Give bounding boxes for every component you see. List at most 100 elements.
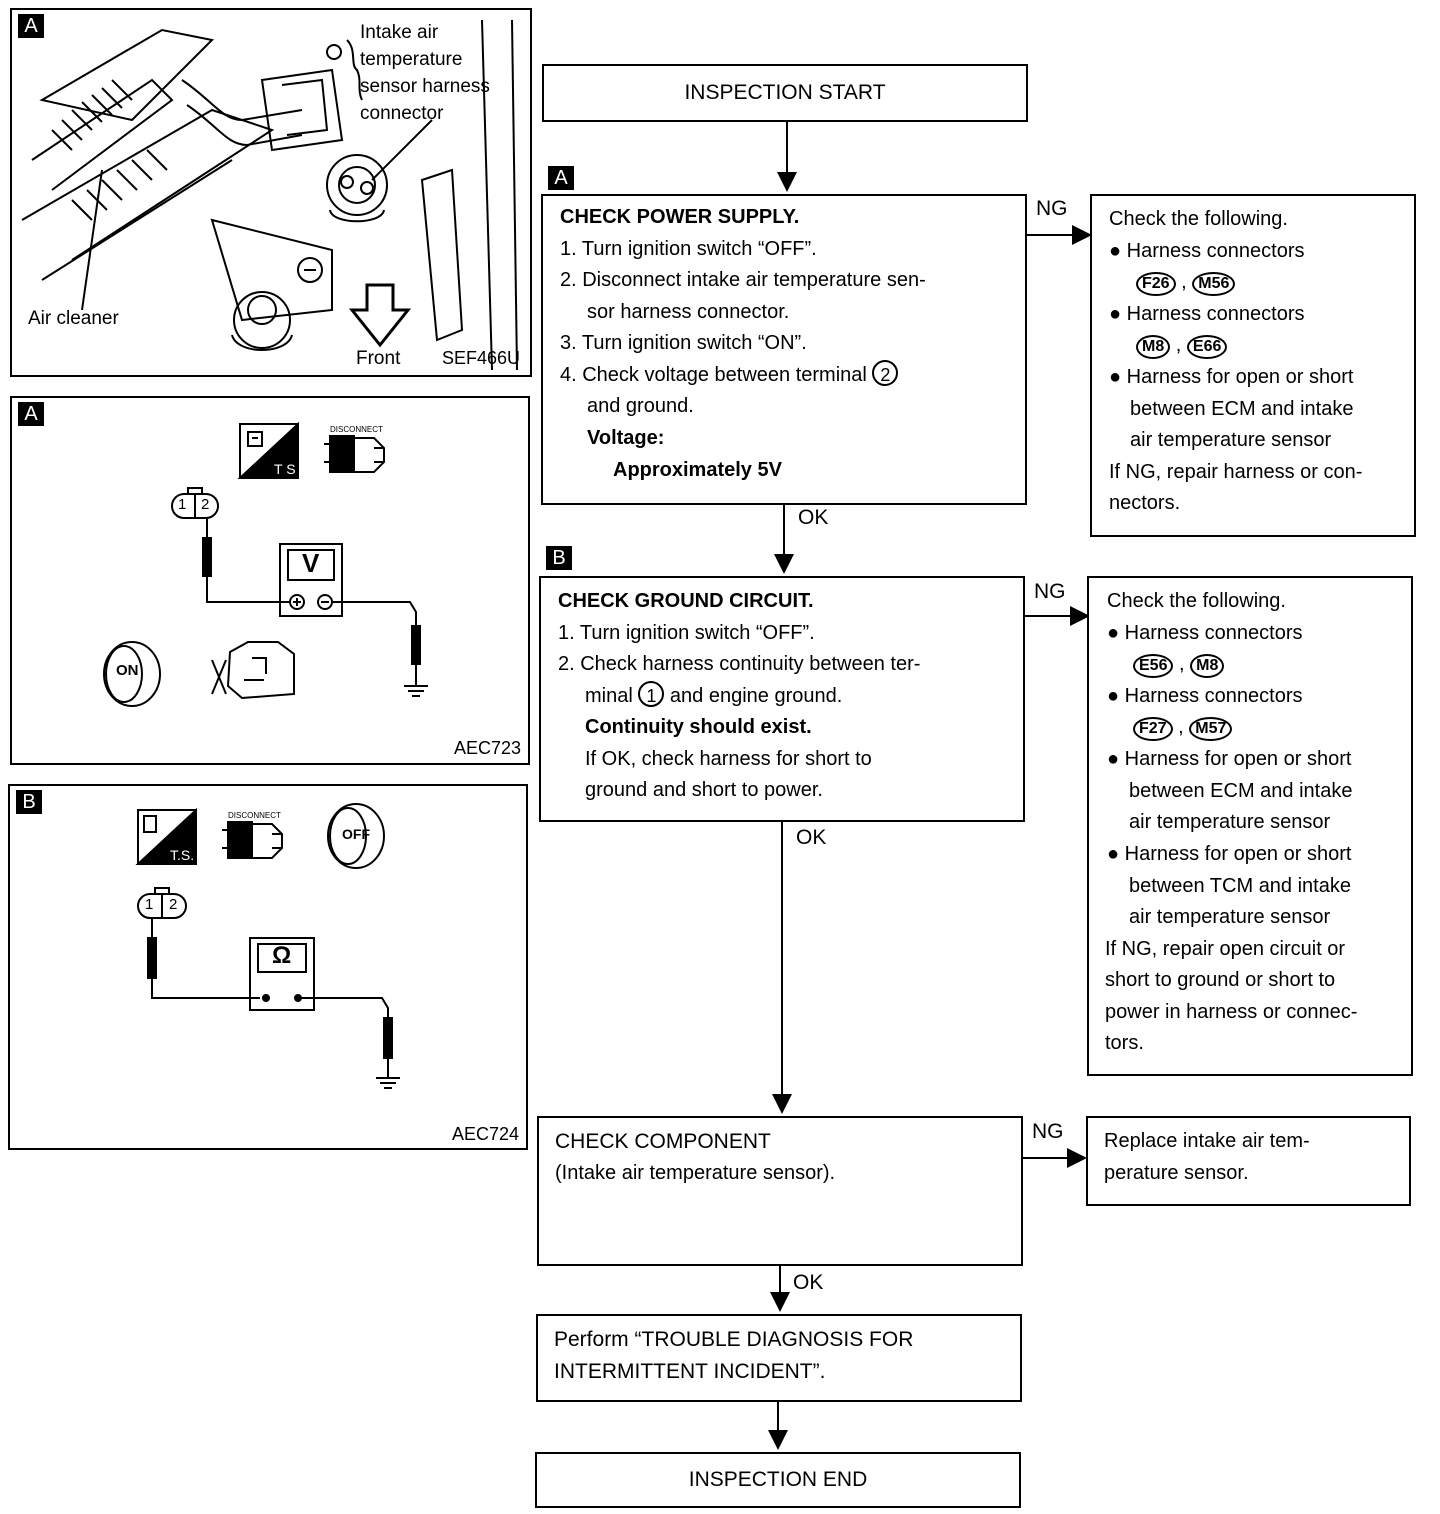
svg-text:DISCONNECT: DISCONNECT bbox=[330, 425, 383, 434]
ng-b-footer-1: If NG, repair open circuit or bbox=[1105, 938, 1346, 960]
ok-label: OK bbox=[796, 826, 827, 849]
step-b-title: CHECK GROUND CIRCUIT. bbox=[558, 590, 814, 612]
perform-line-1: Perform “TROUBLE DIAGNOSIS FOR bbox=[554, 1328, 914, 1351]
callout-line-2: temperature bbox=[360, 49, 463, 70]
continuity-circuit-diagram: DISCONNECT T.S. bbox=[135, 803, 400, 1089]
ng-b-bullet-4-line-3: air temperature sensor bbox=[1129, 906, 1331, 928]
ng-b-bullet-1-text: Harness connectors bbox=[1124, 622, 1303, 644]
connector-code: M56 bbox=[1192, 272, 1236, 296]
step-b-line-3b: and engine ground. bbox=[669, 685, 843, 707]
front-label: Front bbox=[356, 348, 401, 369]
ng-a-head: Check the following. bbox=[1109, 208, 1288, 230]
voltage-value: Approximately 5V bbox=[613, 459, 782, 481]
inspection-end-box: INSPECTION END bbox=[535, 1452, 1021, 1508]
connector-code: M8 bbox=[1190, 654, 1225, 678]
step-b-line-6: ground and short to power. bbox=[585, 779, 823, 801]
replace-sensor-box: Replace intake air tem- perature sensor. bbox=[1086, 1116, 1411, 1206]
step-a-line-5: 4. Check voltage between terminal 2 bbox=[560, 360, 899, 392]
pin-1: 1 bbox=[178, 496, 187, 513]
connector-code: F27 bbox=[1133, 717, 1173, 741]
panel-tag: A bbox=[18, 14, 44, 38]
ng-label: NG bbox=[1034, 580, 1066, 603]
connector-code: M57 bbox=[1189, 717, 1233, 741]
ng-a-bullet-3: ● Harness for open or short bbox=[1109, 366, 1354, 388]
ng-b-footer-4: tors. bbox=[1105, 1032, 1144, 1054]
step-b-line-5: If OK, check harness for short to bbox=[585, 748, 872, 770]
ng-a-bullet-3-line-3: air temperature sensor bbox=[1130, 429, 1332, 451]
engine-bay-illustration bbox=[21, 19, 518, 371]
svg-text:DISCONNECT: DISCONNECT bbox=[228, 811, 281, 820]
component-line-2: (Intake air temperature sensor). bbox=[555, 1162, 836, 1184]
ng-b-bullet-2: ● Harness connectors bbox=[1107, 685, 1303, 707]
meter-letter: Ω bbox=[272, 942, 292, 969]
step-b-tag: B bbox=[546, 546, 572, 570]
figure-code: SEF466U bbox=[442, 348, 521, 368]
connector-code: E66 bbox=[1186, 335, 1228, 359]
ng-b-connectors-2: F27 , M57 bbox=[1133, 712, 1233, 744]
ng-b-head: Check the following. bbox=[1107, 590, 1286, 612]
ng-b-bullet-3-text: Harness for open or short bbox=[1124, 748, 1352, 770]
ng-label: NG bbox=[1036, 197, 1068, 220]
step-a-line-5-text: 4. Check voltage between terminal bbox=[560, 364, 867, 386]
callout-line-1: Intake air bbox=[360, 22, 439, 43]
ng-label: NG bbox=[1032, 1120, 1064, 1143]
step-a-tag: A bbox=[548, 166, 574, 190]
component-line-1: CHECK COMPONENT bbox=[555, 1130, 771, 1153]
step-b-line-3: minal 1 and engine ground. bbox=[585, 681, 842, 713]
check-component-box: CHECK COMPONENT (Intake air temperature … bbox=[537, 1116, 1023, 1266]
terminal-2-marker: 2 bbox=[872, 360, 899, 386]
connector-code: M8 bbox=[1136, 335, 1171, 359]
ng-b-bullet-3: ● Harness for open or short bbox=[1107, 748, 1352, 770]
ng-b-box: Check the following. ● Harness connector… bbox=[1087, 576, 1413, 1076]
pin-2: 2 bbox=[201, 496, 210, 513]
ng-a-footer-1: If NG, repair harness or con- bbox=[1109, 461, 1363, 483]
connector-code: E56 bbox=[1133, 654, 1174, 678]
step-b-line-1: 1. Turn ignition switch “OFF”. bbox=[558, 622, 815, 644]
pin-2: 2 bbox=[169, 896, 178, 913]
check-ground-circuit-box: CHECK GROUND CIRCUIT. 1. Turn ignition s… bbox=[539, 576, 1025, 822]
inspection-start-label: INSPECTION START bbox=[684, 81, 886, 104]
meter-letter: V bbox=[302, 548, 320, 578]
replace-line-1: Replace intake air tem- bbox=[1104, 1130, 1310, 1152]
step-a-line-4: 3. Turn ignition switch “ON”. bbox=[560, 332, 807, 354]
ng-a-bullet-2-text: Harness connectors bbox=[1126, 303, 1305, 325]
ok-label: OK bbox=[798, 506, 829, 529]
ng-b-bullet-3-line-3: air temperature sensor bbox=[1129, 811, 1331, 833]
ng-b-footer-3: power in harness or connec- bbox=[1105, 1001, 1358, 1023]
ng-a-bullet-1: ● Harness connectors bbox=[1109, 240, 1305, 262]
connector-code: F26 bbox=[1136, 272, 1176, 296]
svg-text:T.S.: T.S. bbox=[170, 847, 194, 863]
ng-b-bullet-2-text: Harness connectors bbox=[1124, 685, 1303, 707]
step-a-title: CHECK POWER SUPPLY. bbox=[560, 206, 800, 228]
panel-a-photo: A Intake air temperature sensor harness … bbox=[10, 8, 532, 377]
ng-b-bullet-1: ● Harness connectors bbox=[1107, 622, 1303, 644]
step-a-line-1: 1. Turn ignition switch “OFF”. bbox=[560, 238, 817, 260]
ng-b-bullet-4-text: Harness for open or short bbox=[1124, 843, 1352, 865]
ignition-off-label: OFF bbox=[342, 826, 370, 842]
step-a-line-6: and ground. bbox=[587, 395, 694, 417]
callout-line-3: sensor harness bbox=[360, 76, 490, 97]
step-b-line-3a: minal bbox=[585, 685, 633, 707]
inspection-end-label: INSPECTION END bbox=[688, 1468, 868, 1491]
panel-tag: B bbox=[16, 790, 42, 814]
voltage-label: Voltage: bbox=[587, 427, 665, 449]
ng-b-bullet-3-line-2: between ECM and intake bbox=[1129, 780, 1353, 802]
ng-a-bullet-2: ● Harness connectors bbox=[1109, 303, 1305, 325]
terminal-1-marker: 1 bbox=[638, 681, 665, 707]
ng-a-connectors-1: F26 , M56 bbox=[1136, 267, 1236, 299]
ng-a-footer-2: nectors. bbox=[1109, 492, 1181, 514]
ng-a-bullet-3-line-2: between ECM and intake bbox=[1130, 398, 1354, 420]
air-cleaner-label: Air cleaner bbox=[28, 308, 119, 329]
ng-b-footer-2: short to ground or short to bbox=[1105, 969, 1336, 991]
ng-a-bullet-3-text: Harness for open or short bbox=[1126, 366, 1354, 388]
ng-a-bullet-1-text: Harness connectors bbox=[1126, 240, 1305, 262]
ng-a-box: Check the following. ● Harness connector… bbox=[1090, 194, 1416, 537]
svg-text:T S: T S bbox=[274, 461, 296, 477]
perform-line-2: INTERMITTENT INCIDENT”. bbox=[554, 1360, 826, 1383]
step-a-line-3: sor harness connector. bbox=[587, 301, 790, 323]
perform-diagnosis-box: Perform “TROUBLE DIAGNOSIS FOR INTERMITT… bbox=[536, 1314, 1022, 1402]
figure-code: AEC723 bbox=[454, 738, 522, 758]
ng-b-bullet-4: ● Harness for open or short bbox=[1107, 843, 1352, 865]
pin-1: 1 bbox=[145, 896, 154, 913]
